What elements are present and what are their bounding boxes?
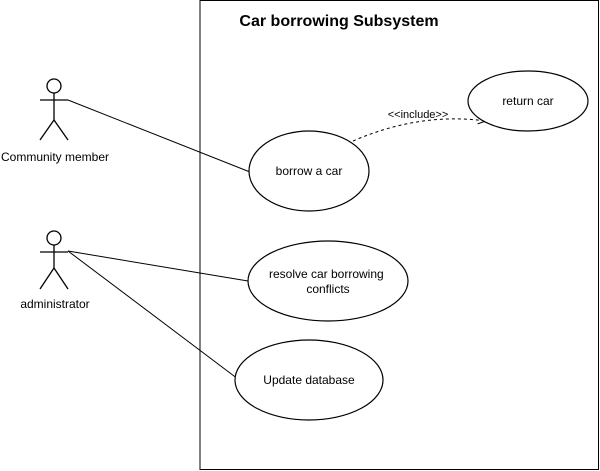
actor-right-leg <box>53 119 69 141</box>
actor-head <box>46 78 62 94</box>
actor-administrator-label: administrator <box>20 297 89 311</box>
actor-right-leg <box>53 267 69 290</box>
use-case-update-database-label: Update database <box>263 373 355 387</box>
use-case-borrow-car-label: borrow a car <box>276 164 343 178</box>
use-case-borrow-car <box>248 130 370 212</box>
association-admin-update <box>67 250 239 380</box>
use-case-resolve-conflicts-line2: conflicts <box>306 282 349 296</box>
use-case-return-car-label: return car <box>502 94 553 108</box>
actor-administrator <box>39 230 69 290</box>
use-case-return-car <box>467 70 589 132</box>
use-case-resolve-conflicts-label: resolve car borrowing conflicts <box>269 267 387 296</box>
system-title: Car borrowing Subsystem <box>239 13 438 30</box>
actor-community-member-label: Community member <box>1 150 109 164</box>
actor-head <box>46 230 62 246</box>
include-label: <<include>> <box>388 109 449 121</box>
actor-community-member <box>39 78 69 141</box>
association-admin-resolve <box>67 250 249 282</box>
include-arrow <box>352 119 486 142</box>
actor-left-leg <box>39 119 55 141</box>
use-case-resolve-conflicts-line1: resolve car borrowing <box>269 267 384 281</box>
actor-left-leg <box>39 267 55 290</box>
use-case-update-database <box>234 339 384 421</box>
use-case-resolve-conflicts <box>247 240 409 322</box>
association-member-borrow <box>67 99 251 173</box>
